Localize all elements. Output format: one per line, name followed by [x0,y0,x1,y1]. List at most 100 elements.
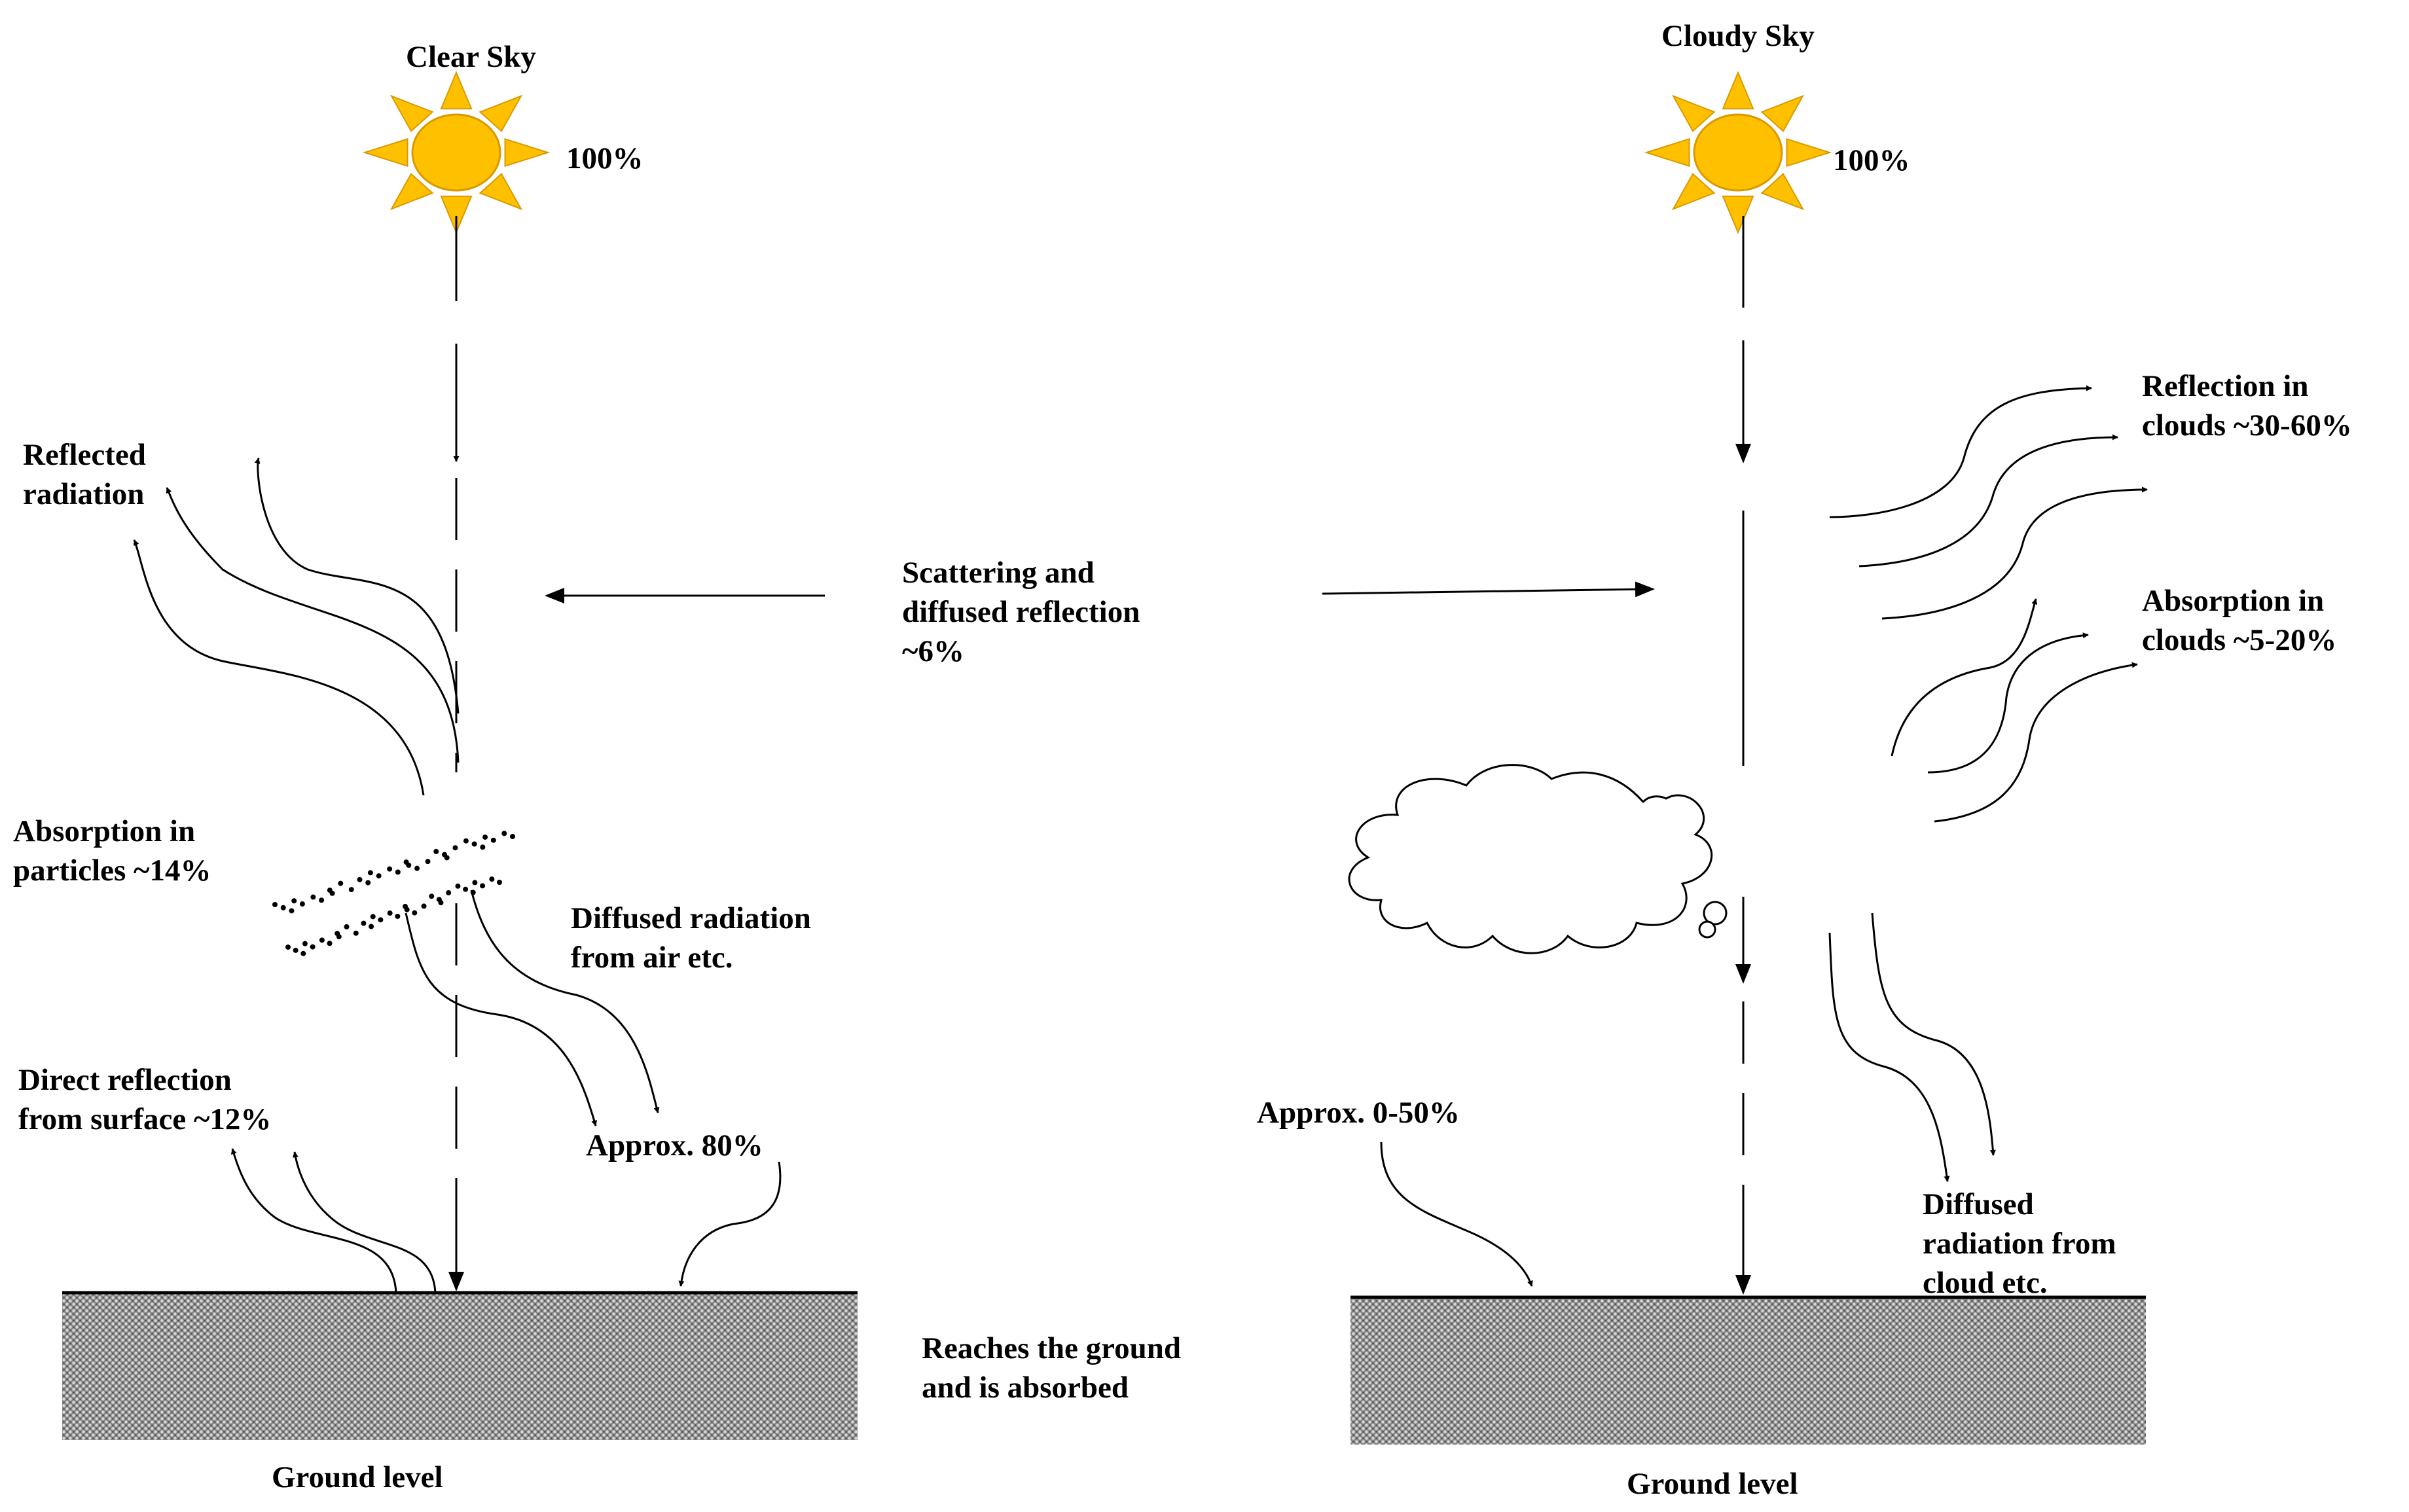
diffused-air-label: Diffused radiation [571,901,811,935]
clear-sky-percent: 100% [566,141,643,175]
absorption-clouds-label: Absorption in [2142,584,2324,618]
sun-ray [1722,71,1754,110]
particle-dot [395,913,401,919]
reaches-ground-label: Reaches the ground [922,1331,1181,1365]
absorption-particles-label: Absorption in [13,814,195,848]
particle-dot [404,907,410,912]
particle-dot [329,890,335,896]
approx-0-50-curve [1380,1142,1533,1287]
particle-dot [370,914,376,920]
particle-dot [285,945,291,950]
particle-dot [406,862,412,868]
diffused-cloud-label: radiation from [1923,1227,2116,1261]
sun-ray [389,173,434,211]
particle-dots [272,831,515,956]
approx-80-label: Approx. 80% [586,1128,763,1162]
ground-block [62,1293,858,1440]
particle-dot [310,894,316,900]
particle-dot [463,886,469,892]
sun-disc [1693,113,1783,192]
sun-ray [1760,173,1805,211]
sun-icon [362,71,551,234]
particle-dot [387,910,393,916]
particle-dot [421,903,427,909]
particle-dot [414,865,420,871]
particle-dot [310,944,316,950]
particle-dot [348,887,354,893]
particle-dot [280,905,286,910]
sun-ray [504,137,551,168]
ground-level-label: Ground level [1627,1467,1798,1501]
particle-dot [327,941,333,946]
particle-dot [446,890,452,895]
particle-dot [490,837,496,843]
sun-ray [1671,94,1716,132]
cloud-absorption-curve [1927,632,2089,774]
sun-disc [411,113,501,192]
particle-dot [471,841,477,847]
approx-0-50-label: Approx. 0-50% [1257,1096,1460,1130]
sun-ray [440,195,473,234]
reflected-label: Reflected [23,438,146,472]
diffused-cloud-label: Diffused [1923,1187,2034,1221]
sun-ray [1644,137,1690,168]
cloud-reflection-curve [1829,385,2092,518]
cloudy-sky-title: Cloudy Sky [1661,19,1815,53]
diffused-cloud-curve [1828,932,1950,1182]
particle-dot [376,873,382,879]
particle-dot [482,834,488,840]
particle-dot [489,876,495,882]
sun-ray [1760,94,1805,132]
particle-dot [302,941,308,946]
sun-ray [1722,195,1754,234]
particle-dot [289,908,295,914]
cloud-icon [1348,764,1728,954]
cloud-absorption-curve [1934,662,2138,823]
particle-dot [425,859,431,865]
diffused-air-label: from air etc. [571,941,733,975]
particle-dot [319,897,325,903]
sun-ray [1671,173,1716,211]
particle-dot [463,838,469,844]
particle-dot [338,880,344,886]
particle-dot [319,937,325,943]
sun-ray [1786,137,1832,168]
particle-dot [452,845,458,851]
particle-dot [472,880,478,886]
approx-80-curve [678,1161,782,1287]
scattering-label: ~6% [902,634,964,668]
clear-sky-panel: Clear Sky 100% Reflected radiation Absor… [13,40,858,1494]
particle-dot [353,930,359,936]
particle-dot [429,893,435,899]
scattering-label: Scattering and [902,556,1095,590]
reaches-ground-label: and is absorbed [922,1371,1129,1405]
reflection-clouds-label: Reflection in [2142,369,2309,403]
scatter-arrow-right [1322,581,1655,598]
cloudy-sky-panel: Cloudy Sky 100% Reflection in clouds ~30… [1257,19,2352,1501]
particle-dot [433,848,439,854]
particle-dot [299,901,305,907]
particle-dot [497,880,502,885]
scattering-label: diffused reflection [902,595,1140,629]
sun-ray [389,94,434,132]
surface-reflection-curve [230,1148,397,1293]
particle-dot [291,898,297,904]
sun-icon [1644,71,1832,234]
sun-ray [440,71,473,110]
particle-dot [378,917,384,923]
cloud-reflection-curve [1881,486,2148,620]
particle-dot [272,902,278,907]
particle-dot [336,934,342,940]
particle-dot [367,870,373,876]
sun-ray [362,137,408,168]
ground-level-label: Ground level [272,1460,443,1494]
particle-dot [395,869,401,875]
cloudy-sky-percent: 100% [1833,143,1910,177]
particle-dot [455,883,461,889]
particle-dot [361,920,367,926]
sun-ray [479,94,523,132]
particle-dot [293,947,299,953]
reflected-curve [166,487,460,763]
absorption-particles-label: particles ~14% [13,854,211,888]
